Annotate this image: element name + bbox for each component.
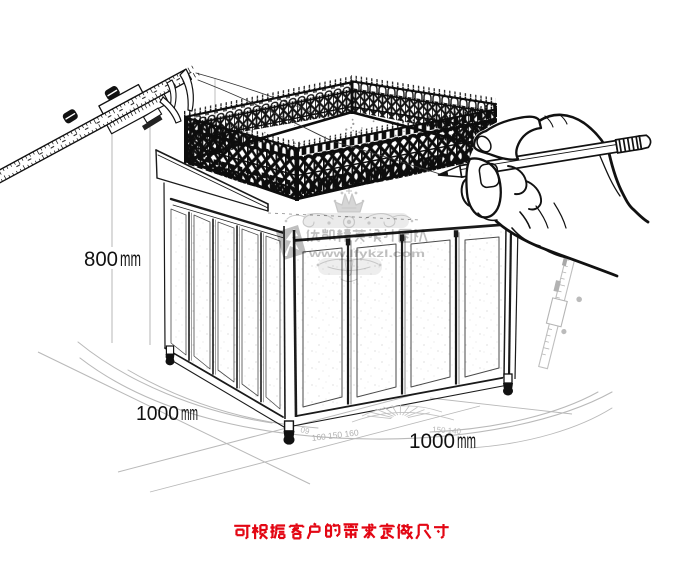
svg-text:1000: 1000	[409, 430, 455, 453]
svg-text:mm: mm	[181, 403, 198, 425]
svg-text:800: 800	[84, 248, 118, 271]
svg-text:mm: mm	[120, 248, 141, 271]
svg-text:mm: mm	[457, 430, 476, 453]
svg-text:1000: 1000	[136, 403, 179, 425]
svg-text:09: 09	[300, 425, 311, 436]
svg-text:150 140: 150 140	[432, 425, 462, 436]
svg-text:www.lfykzl.com: www.lfykzl.com	[307, 249, 425, 260]
